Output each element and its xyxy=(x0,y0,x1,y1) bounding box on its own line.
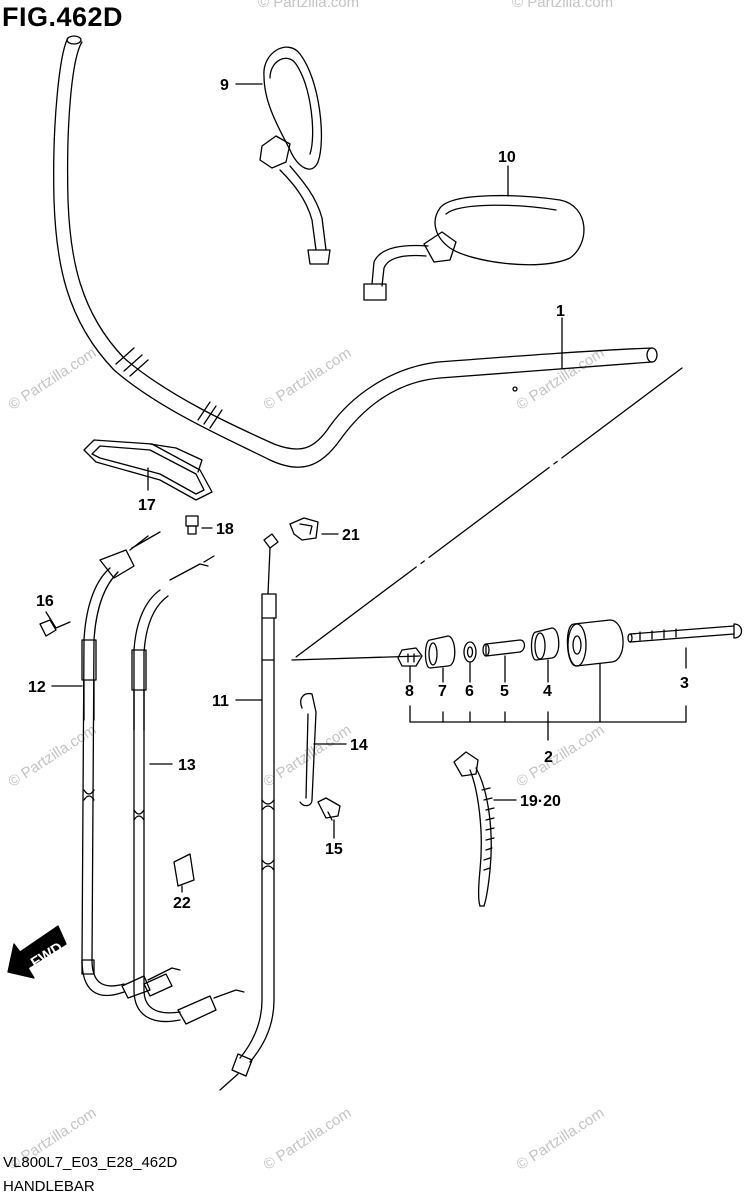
callout-3: 3 xyxy=(680,675,689,692)
callout-2: 2 xyxy=(544,749,553,766)
bar-end-parts xyxy=(397,619,743,669)
callout-16: 16 xyxy=(36,593,54,610)
callout-4: 4 xyxy=(543,683,552,700)
callout-11: 11 xyxy=(212,693,229,710)
figure-name: HANDLEBAR xyxy=(3,1178,95,1195)
figure-title: FIG.462D xyxy=(2,2,124,32)
callout-17: 17 xyxy=(138,497,156,514)
rod-14 xyxy=(299,692,317,807)
callout-5: 5 xyxy=(500,683,509,700)
cable-13 xyxy=(131,555,245,1025)
callout-21: 21 xyxy=(342,527,360,544)
mirror-right xyxy=(363,194,585,301)
callout-1: 1 xyxy=(556,303,565,320)
callout-9: 9 xyxy=(220,77,229,94)
watermark: © Partzilla.com xyxy=(258,0,360,11)
callout-13: 13 xyxy=(178,757,196,774)
bolt-16 xyxy=(39,619,71,637)
callout-6: 6 xyxy=(465,683,474,700)
reference-lines xyxy=(291,367,687,741)
callout-18: 18 xyxy=(216,521,234,538)
callout-12: 12 xyxy=(28,679,46,696)
label-sticker xyxy=(173,853,195,887)
cable-12 xyxy=(81,531,181,999)
bolt-18 xyxy=(185,515,199,535)
callout-14: 14 xyxy=(350,737,368,754)
mirror-left xyxy=(259,46,331,265)
callout-8: 8 xyxy=(405,683,414,700)
handlebar xyxy=(53,35,658,468)
figure-code: VL800L7_E03_E28_462D xyxy=(3,1154,178,1171)
cable-11 xyxy=(219,533,279,1091)
screw-15 xyxy=(317,797,341,821)
bracket xyxy=(83,439,213,501)
callout-7: 7 xyxy=(438,683,447,700)
callout-22: 22 xyxy=(173,895,191,912)
fwd-arrow: FWD xyxy=(7,925,67,979)
clamp xyxy=(289,517,319,541)
watermark: © Partzilla.com xyxy=(512,0,614,11)
callout-numbers: 1 2 3 4 5 6 7 8 9 10 11 12 13 14 15 16 1… xyxy=(28,77,689,912)
cable-tie xyxy=(453,751,495,907)
callout-10: 10 xyxy=(498,149,516,166)
callout-15: 15 xyxy=(325,841,343,858)
leader-lines xyxy=(45,83,563,893)
callout-19-20: 19·20 xyxy=(520,793,561,810)
